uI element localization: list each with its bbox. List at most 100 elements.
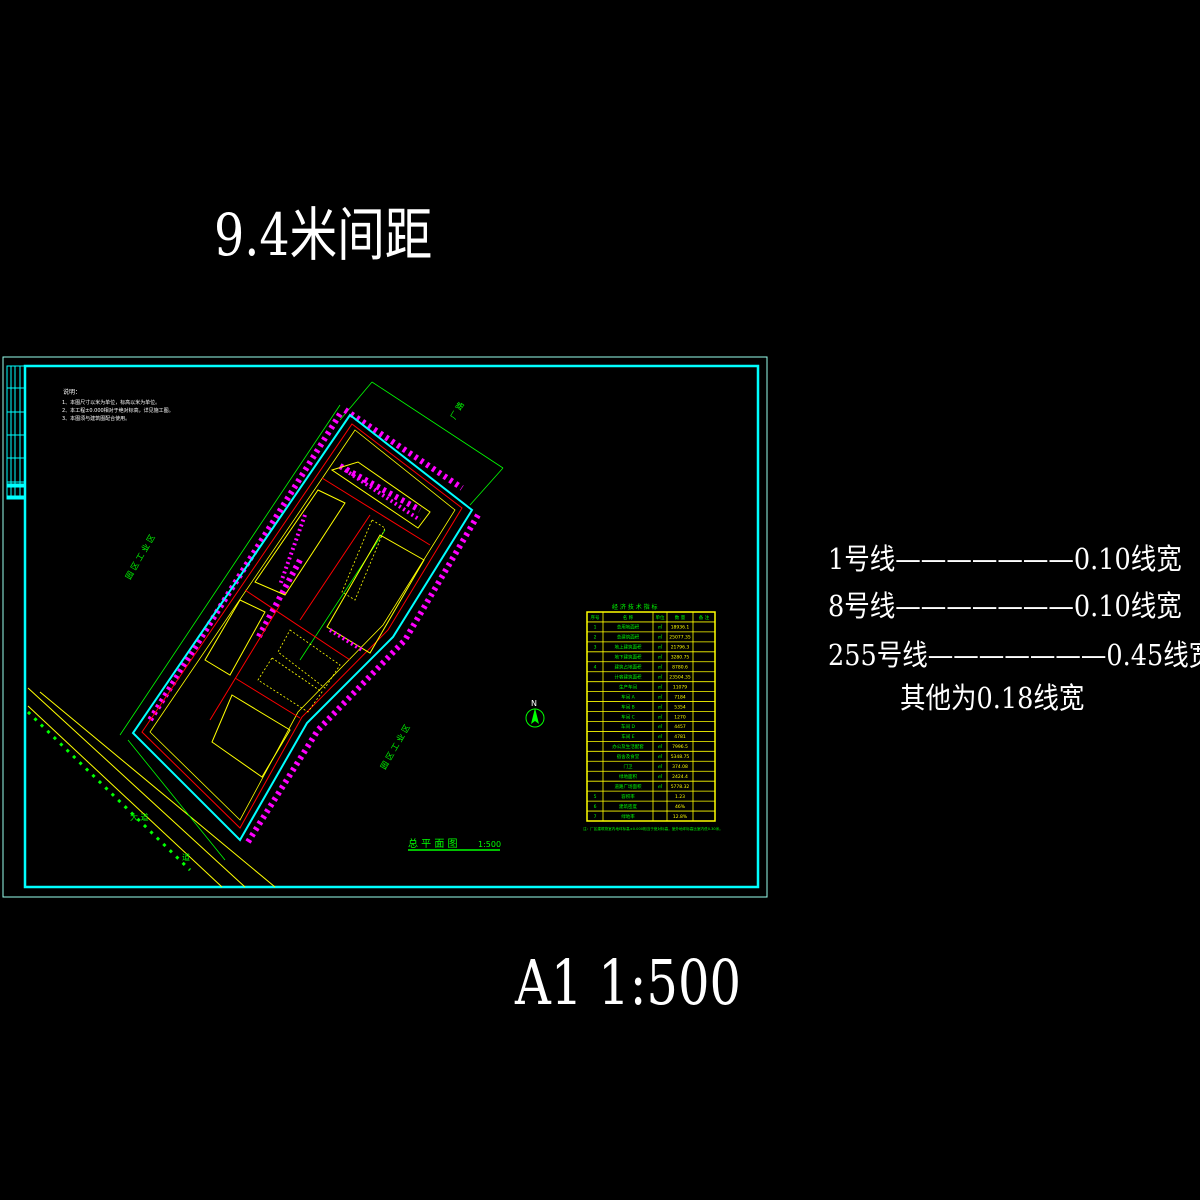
legend-dashes: ——————— — [895, 589, 1074, 623]
table-cell: ㎡ — [658, 723, 663, 730]
building-east — [326, 534, 425, 654]
table-cell: 宿舍及食堂 — [617, 753, 640, 760]
table-cell: ㎡ — [658, 654, 663, 661]
legend-other: 其他为0.18线宽 — [900, 681, 1085, 715]
table-cell: 3280.75 — [671, 655, 690, 661]
table-cell: 7996.5 — [672, 744, 688, 750]
table-cell: 25077.35 — [669, 635, 691, 641]
table-cell: 容积率 — [621, 793, 635, 800]
table-cell: 绿地率 — [621, 813, 635, 820]
table-title: 经 济 技 术 指 标 — [612, 603, 658, 611]
legend-width: 0.10线宽 — [1073, 542, 1182, 576]
legend-dashes: ——————— — [927, 638, 1107, 672]
plan-scale: 1:500 — [478, 840, 501, 849]
table-cell: 12.8% — [673, 814, 688, 820]
table-cell: 名 称 — [623, 614, 634, 621]
table-cell: ㎡ — [658, 733, 663, 740]
table-cell: ㎡ — [658, 713, 663, 720]
legend-line-name: 8号线 — [828, 589, 896, 623]
table-cell: 1270 — [674, 714, 686, 720]
building-north — [330, 461, 431, 529]
table-cell: 2424.4 — [672, 774, 688, 780]
table-cell: 总建筑面积 — [617, 634, 640, 641]
table-cell: 4781 — [674, 734, 686, 740]
buildings — [204, 461, 431, 778]
dimension-lines — [119, 381, 504, 861]
table-cell: 21796.3 — [671, 645, 690, 651]
label-road-main: 大 道 — [130, 812, 149, 822]
table-cell: 序号 — [591, 614, 600, 621]
notes-title: 说明： — [63, 388, 81, 396]
table-cell: 绿地面积 — [619, 773, 637, 780]
legend-line-8: 8号线———————0.10线宽 — [828, 583, 1182, 625]
table-cell: 8780.6 — [672, 665, 688, 671]
table-cell: ㎡ — [658, 693, 663, 700]
table-cell: 门卫 — [624, 763, 633, 770]
table-cell: 单位 — [656, 614, 665, 621]
table-cell: ㎡ — [658, 683, 663, 690]
building-south — [211, 694, 291, 778]
table-cell: 车间 C — [621, 713, 635, 720]
table-cell: ㎡ — [658, 703, 663, 710]
main-road — [26, 687, 276, 888]
red-line — [141, 423, 463, 829]
tree-rows — [147, 407, 481, 844]
table-cell: 1.23 — [675, 794, 685, 800]
building-office — [204, 599, 266, 676]
legend-dashes: ——————— — [895, 542, 1074, 576]
table-cell: 道路广场面积 — [615, 783, 642, 790]
table-cell: 3 — [594, 645, 597, 651]
outer-sheet-frame — [2, 356, 768, 898]
note: 2、本工程±0.000相对于绝对标高，详见施工图。 — [62, 407, 174, 414]
drawing-heading: 9.4米间距 — [214, 201, 433, 269]
table-cell: 374.08 — [672, 764, 688, 770]
plan-title: 总 平 面 图 — [408, 837, 458, 850]
table-cell: 18936.1 — [671, 625, 690, 631]
table-cell: ㎡ — [658, 644, 663, 651]
table-cell: ㎡ — [658, 773, 663, 780]
parking-lots — [257, 519, 386, 713]
table-cell: ㎡ — [658, 783, 663, 790]
note: 1、本图尺寸以米为单位，标高以米为单位。 — [62, 399, 160, 406]
legend-line-1: 1号线———————0.10线宽 — [828, 536, 1182, 578]
legend-line-255: 255号线———————0.45线宽 — [828, 632, 1200, 674]
table-cell: 总用地面积 — [617, 624, 640, 631]
table-cell: ㎡ — [658, 624, 663, 631]
inner-drawing-frame — [23, 364, 760, 889]
table-cell: 地下建筑面积 — [615, 654, 642, 661]
table-cell: 7184 — [674, 694, 686, 700]
label-road-side: 道 — [182, 852, 190, 862]
table-cell: 2 — [594, 635, 597, 641]
title-strip — [6, 365, 26, 500]
building-west — [254, 489, 346, 596]
notes: 说明： 1、本图尺寸以米为单位，标高以米为单位。 2、本工程±0.000相对于绝… — [62, 388, 174, 422]
building-markers — [278, 468, 422, 652]
label-road-north: 厂 路 — [448, 400, 466, 421]
table-footnote: 注：厂区建筑物室内地坪标高±0.000相当于绝对标高，室外地坪标高比室内低0.3… — [583, 826, 723, 831]
table-cell: 7 — [594, 814, 597, 820]
label-east: 园 区 工 业 区 — [378, 723, 412, 771]
table-cell: 建筑占地面积 — [615, 664, 642, 671]
table-cell: ㎡ — [658, 634, 663, 641]
table-cell: 23504.35 — [669, 674, 691, 680]
table-cell: 4457 — [674, 724, 686, 730]
legend-width: 0.10线宽 — [1073, 589, 1182, 623]
table-cell: 46% — [675, 804, 686, 810]
table-cell: 车间 B — [621, 703, 635, 710]
table-cell: ㎡ — [658, 753, 663, 760]
table-cell: 5 — [594, 794, 597, 800]
table-cell: ㎡ — [658, 673, 663, 680]
table-cell: 5348.75 — [671, 754, 690, 760]
table-cell: ㎡ — [658, 743, 663, 750]
legend-line-name: 255号线 — [828, 638, 928, 672]
legend-line-name: 1号线 — [828, 542, 896, 576]
legend-width: 0.45线宽 — [1106, 638, 1200, 672]
table-cell: 车间 E — [621, 733, 634, 740]
north-arrow-icon: N — [525, 699, 545, 728]
site-boundary — [131, 413, 474, 842]
table-cell: ㎡ — [658, 664, 663, 671]
table-cell: 建筑密度 — [619, 803, 637, 810]
table-cell: 5354 — [674, 704, 686, 710]
